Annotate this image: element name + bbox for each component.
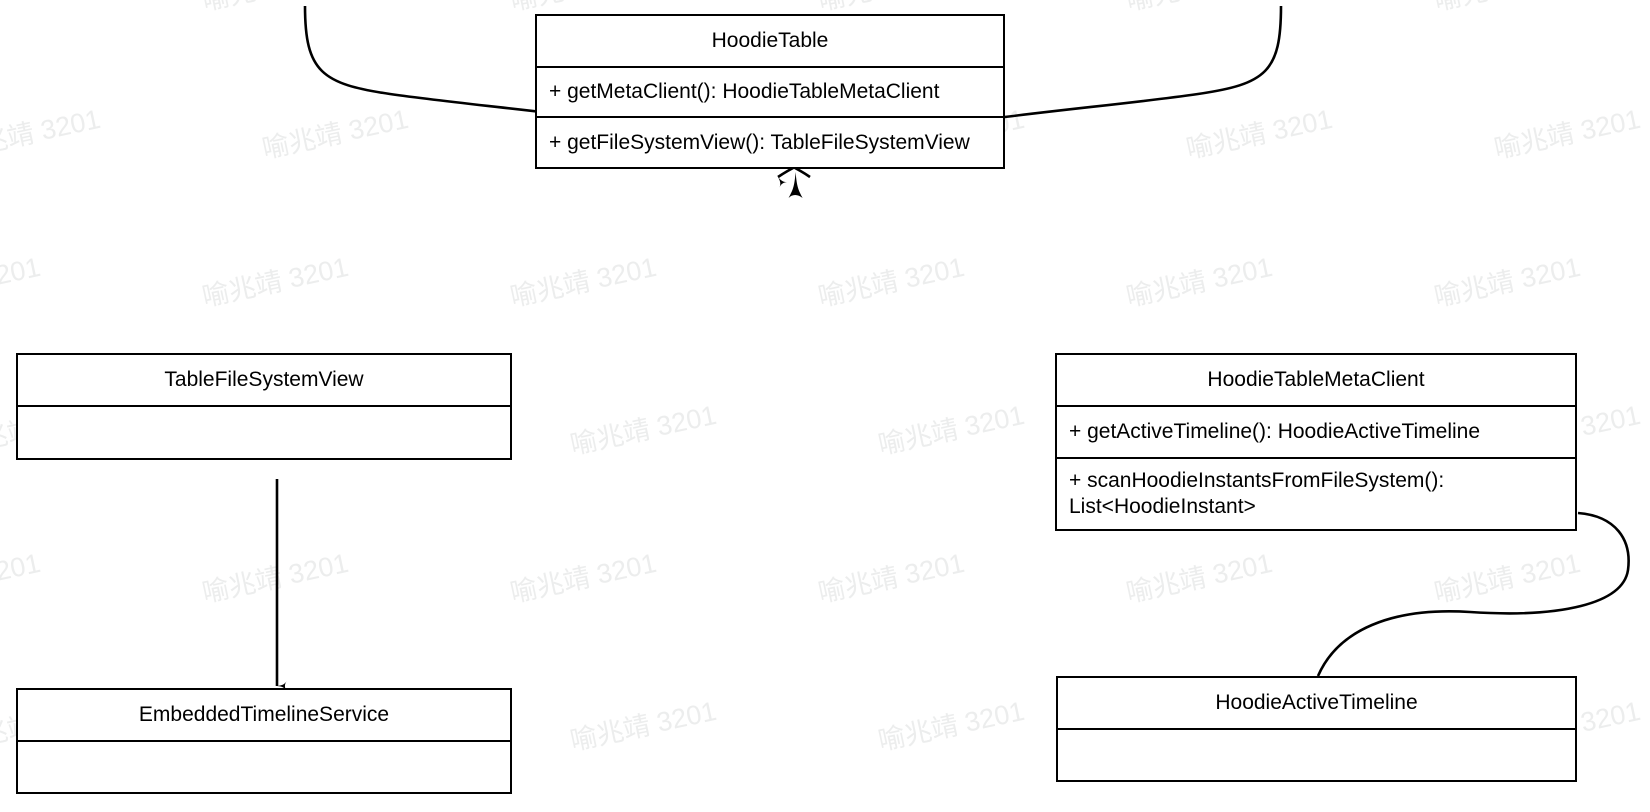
class-box-hoodie-table[interactable]: HoodieTable + getMetaClient(): HoodieTab…: [535, 14, 1005, 169]
class-box-hoodie-table-meta-client[interactable]: HoodieTableMetaClient + getActiveTimelin…: [1055, 353, 1577, 531]
class-member-embedded-timeline-service-0: [18, 742, 510, 792]
watermark-text: 喻兆靖 3201: [199, 547, 352, 609]
watermark-text: 喻兆靖 3201: [1183, 103, 1336, 165]
watermark-text: 喻兆靖 3201: [507, 251, 660, 313]
watermark-text: 喻兆靖 3201: [567, 399, 720, 461]
class-member-hoodie-table-0: + getMetaClient(): HoodieTableMetaClient: [549, 80, 940, 104]
watermark-text: 喻兆靖 3201: [199, 251, 352, 313]
watermark-text: 喻兆靖 3201: [259, 103, 412, 165]
class-member-table-file-system-view-0: [18, 407, 510, 458]
watermark-text: 喻兆靖 3201: [1430, 0, 1583, 18]
watermark-text: 喻兆靖 3201: [1122, 0, 1275, 18]
watermark-text: 喻兆靖 3201: [567, 695, 720, 757]
class-name-hoodie-table: HoodieTable: [537, 16, 1003, 68]
class-box-embedded-timeline-service[interactable]: EmbeddedTimelineService: [16, 688, 512, 794]
watermark-text: 喻兆靖 3201: [1123, 547, 1276, 609]
class-name-hoodie-active-timeline: HoodieActiveTimeline: [1058, 678, 1575, 730]
class-member-hoodie-table-1: + getFileSystemView(): TableFileSystemVi…: [537, 116, 1003, 167]
watermark-text: 喻兆靖 3201: [0, 0, 43, 18]
class-box-hoodie-active-timeline[interactable]: HoodieActiveTimeline: [1056, 676, 1577, 782]
edge-metaclient-to-activetimeline: [1316, 511, 1630, 685]
class-name-table-file-system-view: TableFileSystemView: [18, 355, 510, 407]
watermark-text: 喻兆靖 3201: [1431, 547, 1584, 609]
class-member-hoodie-table-meta-client-0: + getActiveTimeline(): HoodieActiveTimel…: [1069, 420, 1481, 444]
class-name-embedded-timeline-service: EmbeddedTimelineService: [18, 690, 510, 742]
class-member-hoodie-table-meta-client-1: + scanHoodieInstantsFromFileSystem(): Li…: [1057, 457, 1575, 529]
watermark-text: 喻兆靖 3201: [507, 547, 660, 609]
watermark-text: 喻兆靖 3201: [875, 695, 1028, 757]
arrowhead-into-hoodietable: [788, 172, 803, 198]
class-member-hoodie-active-timeline-0: [1058, 730, 1575, 780]
watermark-text: 喻兆靖 3201: [198, 0, 351, 18]
watermark-text: 喻兆靖 3201: [815, 547, 968, 609]
watermark-text: 喻兆靖 3201: [815, 251, 968, 313]
watermark-text: 喻兆靖 3201: [1123, 251, 1276, 313]
watermark-text: 喻兆靖 3201: [0, 103, 104, 165]
watermark-text: 喻兆靖 3201: [0, 251, 44, 312]
watermark-text: 喻兆靖 3201: [0, 547, 44, 608]
watermark-text: 喻兆靖 3201: [1491, 103, 1644, 165]
class-name-hoodie-table-meta-client: HoodieTableMetaClient: [1057, 355, 1575, 407]
watermark-text: 喻兆靖 3201: [1431, 251, 1584, 313]
class-box-table-file-system-view[interactable]: TableFileSystemView: [16, 353, 512, 460]
watermark-text: 喻兆靖 3201: [875, 399, 1028, 461]
